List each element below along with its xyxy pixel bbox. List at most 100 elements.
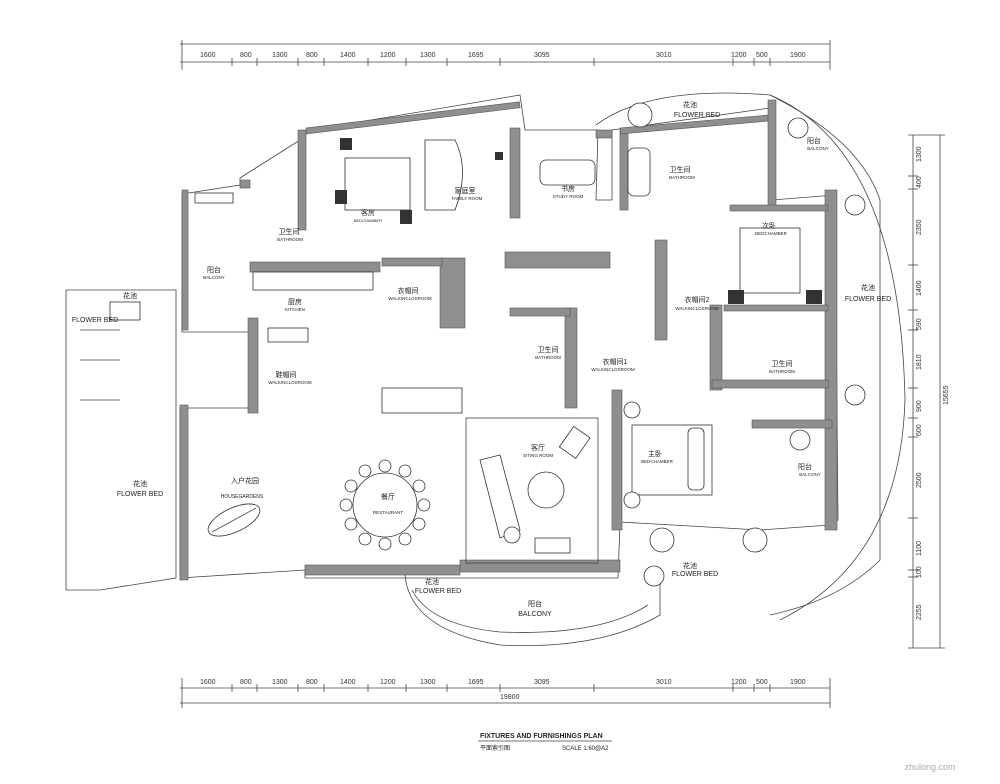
tree xyxy=(844,194,866,216)
plan-title-en: FIXTURES AND FURNISHINGS PLAN xyxy=(480,733,603,740)
right-dim-10: 1100 xyxy=(916,541,923,556)
top-dim-13: 1900 xyxy=(790,52,806,59)
furniture xyxy=(109,102,866,587)
walkin-closet1-cn: 衣帽间1 xyxy=(603,357,628,366)
tree xyxy=(742,527,768,553)
watermark: zhulong.com xyxy=(904,762,955,772)
tv-cabinet xyxy=(534,537,571,554)
top-dimension-chain: 1600 800 1300 800 1400 1200 1300 1695 30… xyxy=(180,40,831,70)
top-dim-2: 800 xyxy=(240,52,252,59)
right-dim-9: 2500 xyxy=(916,472,923,488)
right-total-dim: 15655 xyxy=(943,385,950,405)
flower-bed-lower-left-en: FLOWER BED xyxy=(117,491,163,498)
balcony-bench xyxy=(194,192,234,204)
bottom-dim-9: 3095 xyxy=(534,679,550,686)
bathroom-mid-cn: 卫生间 xyxy=(538,345,559,354)
tree xyxy=(789,429,811,451)
dining-chairs xyxy=(339,459,431,551)
bottom-dim-3: 1300 xyxy=(272,679,288,686)
sitting-room-en: SITING ROOM xyxy=(523,453,554,458)
guest-room-en: BEDCHAMBER xyxy=(354,218,382,223)
family-room-sofa xyxy=(424,139,463,211)
bathroom-guest-cn: 卫生间 xyxy=(279,227,300,236)
flower-bed-top-en: FLOWER BED xyxy=(674,112,720,119)
kitchen-en: KITCHEN xyxy=(285,307,305,312)
study-desk xyxy=(539,159,596,186)
study-room-en: STUDY ROOM xyxy=(553,194,584,199)
guest-bed xyxy=(344,157,411,211)
balcony-right-en: BALCONY xyxy=(799,472,821,477)
master-bedroom-cn: 主卧 xyxy=(648,449,662,458)
flower-bed-lower-left-cn: 花池 xyxy=(133,479,147,488)
flower-bed-bottom-right-en: FLOWER BED xyxy=(672,571,718,578)
top-dim-3: 1300 xyxy=(272,52,288,59)
guest-room-cn: 客房 xyxy=(361,208,375,217)
study-room-cn: 书房 xyxy=(561,184,575,193)
bottom-dim-5: 1400 xyxy=(340,679,356,686)
landscape-outline xyxy=(65,92,906,646)
dining-table xyxy=(352,472,418,538)
bottom-total-dim: 19800 xyxy=(500,694,520,701)
bottom-dim-10: 3010 xyxy=(656,679,672,686)
walls xyxy=(179,94,839,581)
balcony-right-cn: 阳台 xyxy=(798,462,812,471)
right-dim-8: 600 xyxy=(916,424,923,436)
flower-bed-bottom-right-cn: 花池 xyxy=(683,561,697,570)
balcony-bottom-cn: 阳台 xyxy=(528,599,542,608)
bottom-dim-1: 1600 xyxy=(200,679,216,686)
house-gardens-en: HOUSEGARDENS xyxy=(221,494,264,500)
flower-bed-top-cn: 花池 xyxy=(683,100,697,109)
flower-bed-bottom-center-en: FLOWER BED xyxy=(415,588,461,595)
bottom-dim-11: 1200 xyxy=(731,679,747,686)
bathroom-top-cn: 卫生间 xyxy=(670,165,691,174)
bottom-dim-2: 800 xyxy=(240,679,252,686)
right-dim-11: 100 xyxy=(916,566,923,578)
bathroom-right-cn: 卫生间 xyxy=(772,359,793,368)
bottom-dim-6: 1200 xyxy=(380,679,396,686)
bottom-dim-8: 1695 xyxy=(468,679,484,686)
coffee-table xyxy=(527,471,565,509)
top-dim-7: 1300 xyxy=(420,52,436,59)
tree xyxy=(627,102,653,128)
right-dim-6: 1810 xyxy=(916,354,923,370)
top-dim-1: 1600 xyxy=(200,52,216,59)
bathroom-mid-en: BATHROOM xyxy=(535,355,561,360)
balcony-top-right-en: BALCONY xyxy=(807,146,829,151)
right-dimension-chain: 1300 400 2350 1400 590 1810 900 600 2500… xyxy=(908,134,950,649)
family-room-en: FAMILY ROOM xyxy=(452,196,483,201)
right-dim-12: 2255 xyxy=(916,604,923,620)
bottom-dim-13: 1900 xyxy=(790,679,806,686)
bedroom2-en: BEDCHAMBER xyxy=(755,231,788,236)
flower-bed-right-en: FLOWER BED xyxy=(845,296,891,303)
right-dim-7: 900 xyxy=(916,400,923,412)
walkin-closet2-en: WALKINCLOSROOM xyxy=(675,306,719,311)
top-dim-8: 1695 xyxy=(468,52,484,59)
restaurant-cn: 餐厅 xyxy=(381,492,395,501)
bathroom-top-en: BATHROOM xyxy=(669,175,695,180)
living-sofa xyxy=(479,454,521,539)
kitchen-cn: 厨房 xyxy=(288,297,302,306)
top-dim-9: 3095 xyxy=(534,52,550,59)
top-dim-11: 1200 xyxy=(731,52,747,59)
top-dim-10: 3010 xyxy=(656,52,672,59)
flower-bed-right-cn: 花池 xyxy=(861,283,875,292)
top-dim-12: 500 xyxy=(756,52,768,59)
balcony-top-right-cn: 阳台 xyxy=(807,136,821,145)
plan-title-cn: 平面索引图 xyxy=(480,744,510,752)
master-bedroom-en: BEDCHAMBER xyxy=(641,459,674,464)
right-dim-1: 1300 xyxy=(916,146,923,162)
top-dim-4: 800 xyxy=(306,52,318,59)
bedroom2-bed xyxy=(739,227,801,294)
tree xyxy=(643,565,665,587)
bottom-dim-12: 500 xyxy=(756,679,768,686)
balcony-left-cn: 阳台 xyxy=(207,265,221,274)
flower-bed-left-cn: 花池 xyxy=(123,291,137,300)
bottom-dim-7: 1300 xyxy=(420,679,436,686)
family-room-cn: 家庭室 xyxy=(455,186,476,195)
title-block: FIXTURES AND FURNISHINGS PLAN 平面索引图 SCAL… xyxy=(478,733,612,752)
tree xyxy=(787,117,809,139)
balcony-bottom-en: BALCONY xyxy=(518,611,552,618)
walkin-closet-cn: 衣帽间 xyxy=(398,286,419,295)
top-dim-5: 1400 xyxy=(340,52,356,59)
